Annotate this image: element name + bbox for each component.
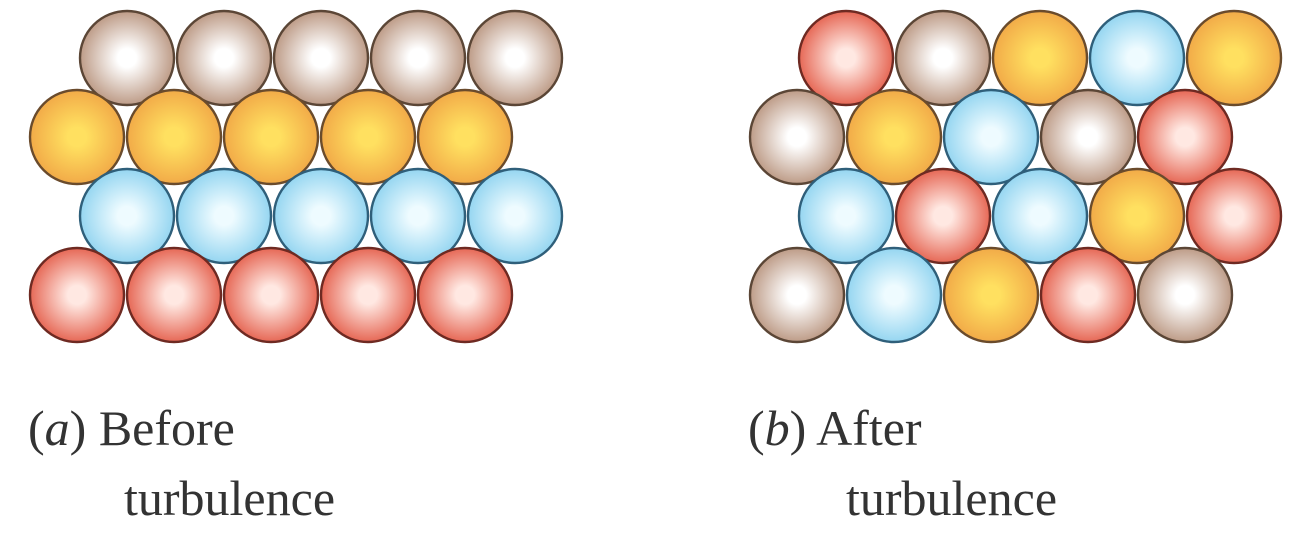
particle-brown [1039,88,1137,186]
caption-before-close-paren: ) [70,400,99,456]
caption-after-title: After [816,400,922,456]
particle-brown [369,9,467,107]
caption-before-line2: turbulence [124,470,335,526]
particle-red [1136,88,1234,186]
caption-after-open-paren: ( [748,400,765,456]
caption-after-close-paren: ) [790,400,816,456]
particle-blue [175,167,273,265]
caption-after-line2: turbulence [846,470,1057,526]
particle-orange [222,88,320,186]
particle-blue [466,167,564,265]
particle-blue [942,88,1040,186]
particle-grid-after [748,9,1283,344]
particle-red [1185,167,1283,265]
particle-orange [28,88,126,186]
particle-orange [1185,9,1283,107]
particle-brown [748,246,846,344]
particle-orange [319,88,417,186]
particle-orange [1088,167,1186,265]
particle-red [319,246,417,344]
particle-blue [1088,9,1186,107]
particle-brown [272,9,370,107]
particle-red [894,167,992,265]
particle-orange [991,9,1089,107]
particle-red [222,246,320,344]
particle-brown [466,9,564,107]
particle-red [416,246,514,344]
particle-grid-before [28,9,564,344]
caption-before-line1: (a) Before [28,400,235,456]
particle-blue [991,167,1089,265]
particle-brown [894,9,992,107]
particle-orange [125,88,223,186]
particle-blue [369,167,467,265]
caption-after-label: b [765,400,790,456]
panel-before-turbulence: (a) Before turbulence [28,9,564,526]
caption-after-line1: (b) After [748,400,922,456]
particle-red [797,9,895,107]
particle-blue [272,167,370,265]
particle-brown [78,9,176,107]
particle-brown [1136,246,1234,344]
particle-red [125,246,223,344]
particle-brown [175,9,273,107]
caption-before-title: Before [99,400,235,456]
particle-brown [748,88,846,186]
particle-blue [797,167,895,265]
particle-red [1039,246,1137,344]
particle-blue [845,246,943,344]
panel-after-turbulence: (b) After turbulence [748,9,1283,526]
caption-before-open-paren: ( [28,400,45,456]
particle-orange [416,88,514,186]
caption-before-label: a [45,400,70,456]
particle-orange [942,246,1040,344]
particle-red [28,246,126,344]
particle-blue [78,167,176,265]
particle-orange [845,88,943,186]
caption-after: (b) After turbulence [748,400,1057,526]
caption-before: (a) Before turbulence [28,400,335,526]
